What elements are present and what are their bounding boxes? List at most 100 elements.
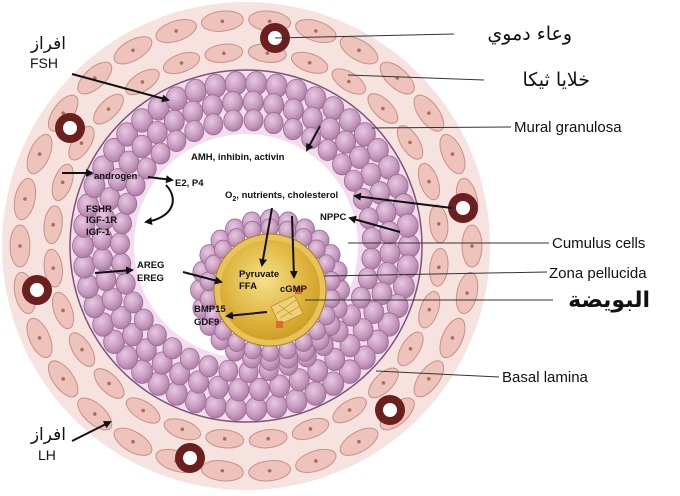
granulosa-cell	[146, 120, 168, 145]
theca-cell	[418, 290, 441, 329]
lh-secretion-label: افراز	[30, 425, 66, 445]
theca-cell	[113, 36, 153, 65]
granulosa-cell	[228, 378, 250, 402]
bmp15-label: BMP15	[194, 304, 226, 315]
granulosa-cell	[184, 78, 207, 104]
granulosa-cell	[116, 122, 139, 147]
fsh-secretion-label: افراز	[30, 34, 66, 54]
theca-cell	[248, 429, 288, 449]
granulosa-cell	[73, 254, 96, 279]
granulosa-cell	[366, 329, 389, 354]
granulosa-cell	[265, 393, 288, 419]
theca-cell	[413, 94, 445, 132]
granulosa-cell	[110, 306, 132, 330]
granulosa-cell	[150, 142, 171, 165]
granulosa-cell	[182, 100, 204, 124]
granulosa-cell	[335, 130, 357, 154]
granulosa-cell	[117, 192, 138, 215]
granulosa-cell	[317, 138, 338, 162]
theca-cells-label: خلايا ثيكا	[522, 69, 590, 91]
granulosa-cell	[77, 274, 100, 299]
granulosa-cell	[377, 312, 400, 337]
granulosa-cell	[103, 138, 126, 163]
granulosa-cell	[147, 324, 167, 347]
granulosa-cell	[353, 122, 376, 147]
granulosa-cell	[116, 345, 139, 370]
granulosa-cell	[371, 281, 393, 306]
blood-vessel-icon	[448, 193, 478, 223]
theca-cell	[367, 93, 399, 124]
granulosa-cell	[92, 247, 114, 271]
granulosa-cell	[243, 109, 264, 132]
granulosa-cell	[123, 291, 144, 314]
theca-cell	[204, 43, 244, 63]
granulosa-cell	[343, 169, 364, 192]
theca-cell	[396, 125, 424, 160]
granulosa-cell	[375, 200, 397, 224]
fsh-arrow	[71, 73, 170, 103]
theca-cell	[332, 396, 367, 424]
theca-cell	[200, 10, 244, 32]
granulosa-cell	[322, 371, 345, 396]
theca-cell	[295, 448, 337, 473]
nppc-arrow	[348, 215, 401, 233]
granulosa-cell	[363, 300, 385, 324]
theca-cell	[461, 224, 483, 268]
granulosa-cell	[125, 174, 146, 197]
theca-cell	[162, 51, 201, 75]
nutrients-arrow	[353, 192, 453, 209]
amh-label: AMH, inhibin, activin	[191, 152, 285, 163]
signaling-arrows	[62, 125, 453, 320]
granulosa-cell	[92, 155, 115, 180]
theca-cell	[368, 367, 399, 399]
cumulus-cells-label: Cumulus cells	[552, 235, 645, 252]
blood-vessel-icon	[22, 275, 52, 305]
blood-vessel-label: وعاء دموي	[487, 23, 572, 45]
nppc-to-cgmp-arrow	[289, 215, 298, 279]
granulosa-cell	[163, 109, 185, 133]
granulosa-cell	[361, 227, 382, 250]
o2-label: O2, nutrients, cholesterol	[225, 190, 338, 203]
leader-blood-vessel	[274, 33, 455, 39]
granulosa-cell	[135, 338, 157, 362]
lh-label: LH	[38, 447, 56, 463]
lh-to-areg-arrow	[94, 266, 134, 275]
basal-lamina-label: Basal lamina	[502, 369, 589, 386]
theca-cell	[93, 93, 124, 125]
granulosa-cell	[378, 221, 400, 245]
granulosa-cell	[122, 323, 143, 347]
granulosa-cell	[208, 375, 229, 399]
theca-cell	[93, 368, 125, 399]
theca-cell	[339, 427, 379, 456]
granulosa-cell	[162, 337, 183, 360]
granulosa-cell	[283, 98, 304, 122]
oocyte-label: البويضة	[568, 288, 650, 313]
mural-granulosa-label: Mural granulosa	[514, 119, 622, 136]
theca-cell	[290, 51, 329, 74]
theca-cell	[455, 271, 479, 315]
cumulus-cell-layer	[190, 209, 350, 371]
granulosa-cell	[263, 112, 284, 135]
areg-label: AREG	[137, 260, 164, 271]
theca-cell	[439, 317, 466, 359]
zona-pellucida-label: Zona pellucida	[549, 265, 647, 282]
leader-basal	[375, 370, 500, 378]
granulosa-cell	[398, 233, 420, 259]
granulosa-cell	[283, 118, 303, 141]
granulosa-cell	[285, 388, 308, 414]
androgen-to-e2-arrow	[147, 175, 174, 184]
theca-cell	[125, 68, 160, 96]
theca-cell	[47, 360, 79, 398]
granulosa-cell	[361, 247, 382, 270]
granulosa-cell	[396, 213, 419, 238]
theca-cell	[43, 248, 63, 288]
granulosa-cell	[131, 108, 153, 133]
theca-cell	[125, 397, 161, 424]
blood-vessel-icon	[375, 395, 405, 425]
theca-cell	[417, 162, 441, 201]
granulosa-cell	[352, 187, 373, 210]
theca-cell	[397, 331, 424, 367]
granulosa-cell	[351, 286, 371, 309]
